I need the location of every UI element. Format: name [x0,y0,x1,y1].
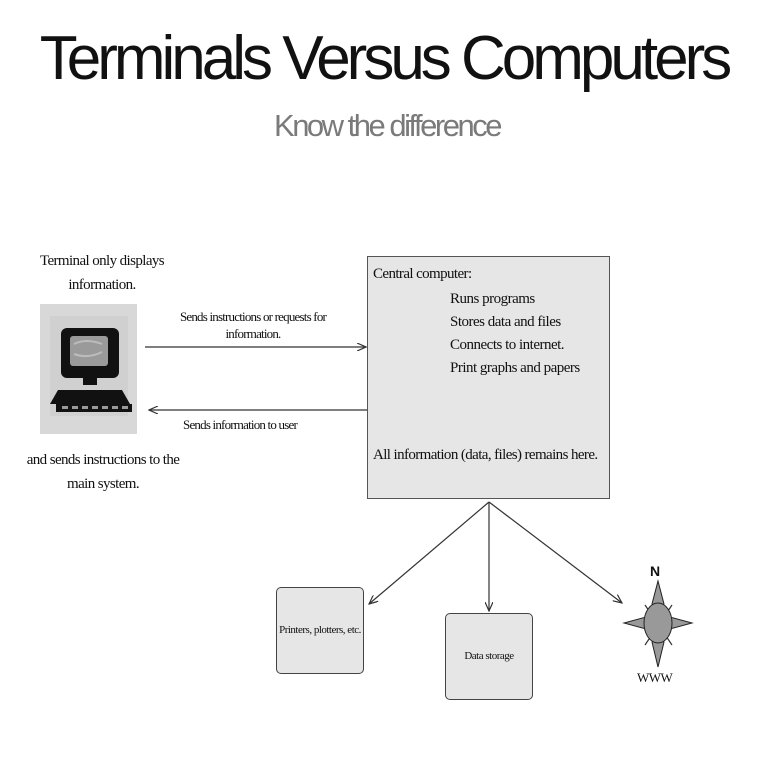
data-storage-label: Data storage [464,650,514,662]
central-function-item: Stores data and files [450,314,561,330]
printers-label: Printers, plotters, etc. [279,624,361,636]
printers-box: Printers, plotters, etc. [276,587,364,674]
terminal-caption-secondary: and sends instructions to the main syste… [26,452,180,492]
printers-arrow [369,501,490,604]
page-subtitle: Know the difference [274,108,502,143]
www-label: WWW [637,670,673,685]
request-arrow-label: Sends instructions or requests for infor… [179,309,327,341]
computer-terminal-icon [50,316,132,416]
central-function-item: Runs programs [450,291,535,307]
central-computer-note: All information (data, files) remains he… [373,447,598,463]
compass-rose-icon [622,579,694,668]
compass-north-label: N [650,563,661,579]
terminal-illustration [40,304,137,434]
central-function-list: Runs programs Stores data and files Conn… [450,288,580,380]
data-storage-box: Data storage [445,613,533,700]
response-arrow-label: Sends information to user [183,417,298,432]
terminal-caption: Terminal only displays information. [39,253,165,293]
central-function-item: Print graphs and papers [450,360,580,376]
central-function-item: Connects to internet. [450,337,565,353]
central-computer-box: Central computer: Runs programs Stores d… [367,256,610,499]
central-computer-title: Central computer: [373,266,472,282]
page-title: Terminals Versus Computers [39,24,733,93]
www-arrow [488,501,622,603]
